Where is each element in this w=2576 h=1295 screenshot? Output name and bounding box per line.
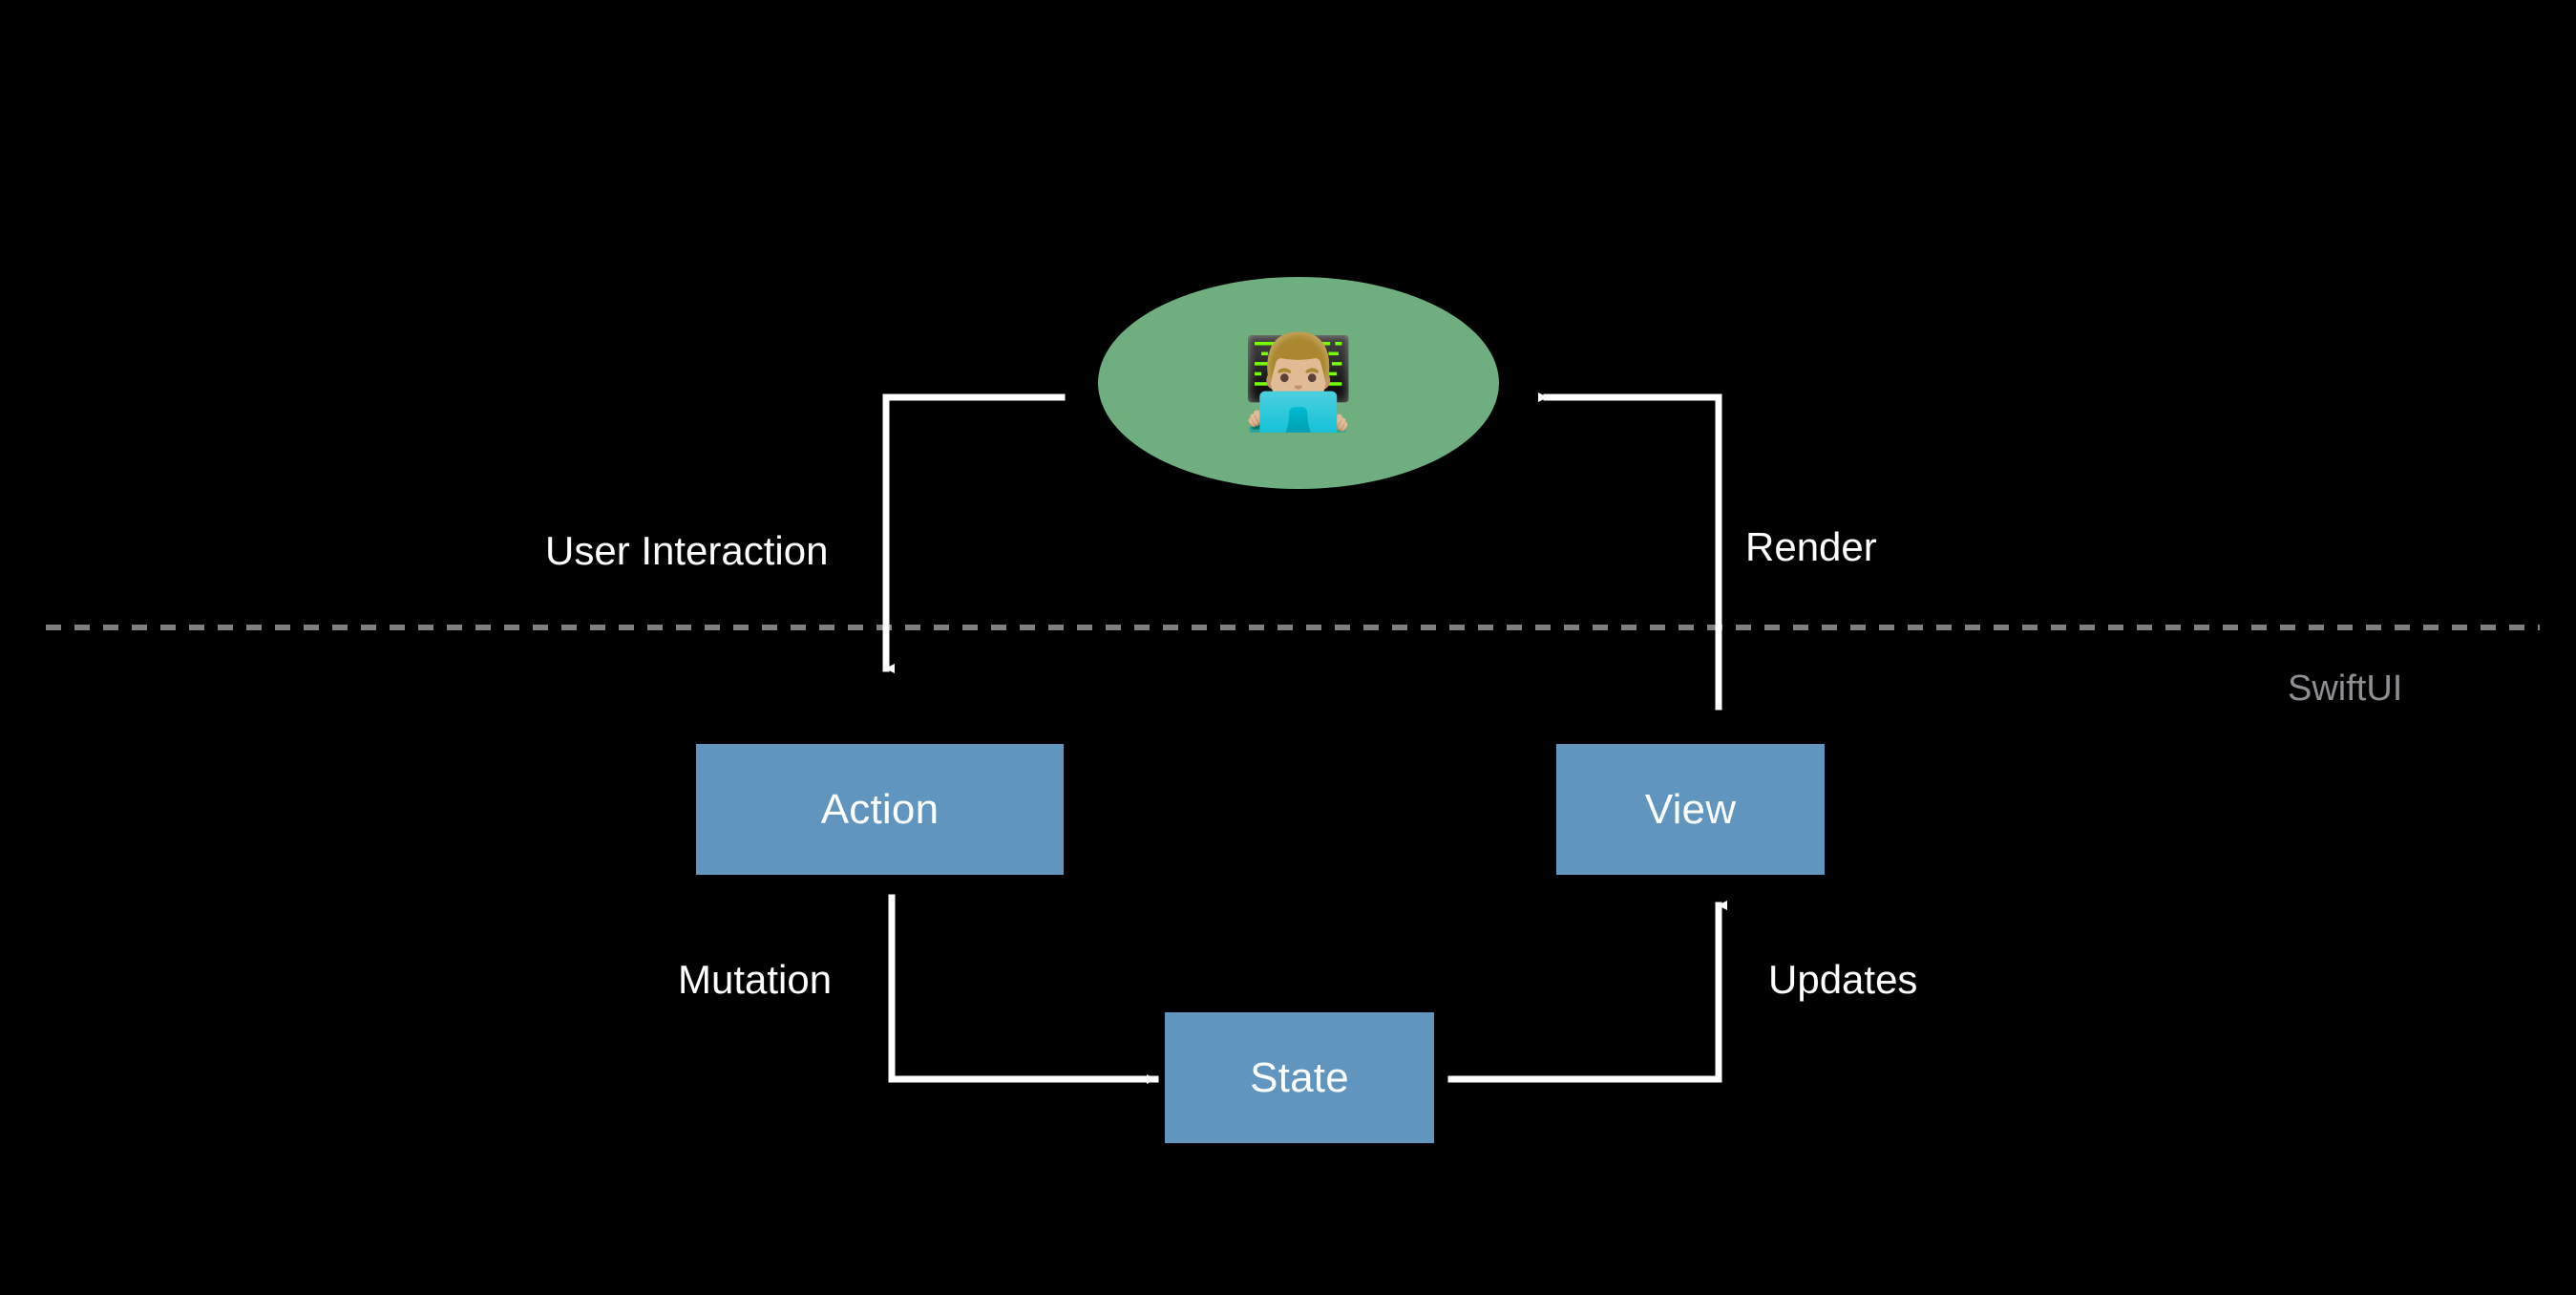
node-action[interactable]: Action	[696, 744, 1064, 875]
swiftui-layer-label: SwiftUI	[2288, 669, 2403, 709]
user-actor-ellipse: 👨🏼‍💻	[1098, 277, 1499, 489]
edge-render	[1538, 393, 1722, 711]
person-at-computer-icon: 👨🏼‍💻	[1241, 331, 1356, 434]
node-view[interactable]: View	[1556, 744, 1825, 875]
edge-mutation	[888, 894, 1159, 1084]
node-action-label: Action	[820, 785, 940, 833]
edge-label-updates: Updates	[1768, 957, 1918, 1002]
node-view-label: View	[1644, 785, 1737, 833]
edge-label-render: Render	[1745, 524, 1877, 569]
node-state[interactable]: State	[1165, 1012, 1434, 1143]
edge-updates	[1447, 901, 1727, 1083]
edge-label-user-interaction: User Interaction	[545, 528, 829, 573]
edge-label-mutation: Mutation	[678, 957, 833, 1002]
edge-user-interaction	[882, 393, 1066, 673]
node-state-label: State	[1250, 1053, 1349, 1101]
